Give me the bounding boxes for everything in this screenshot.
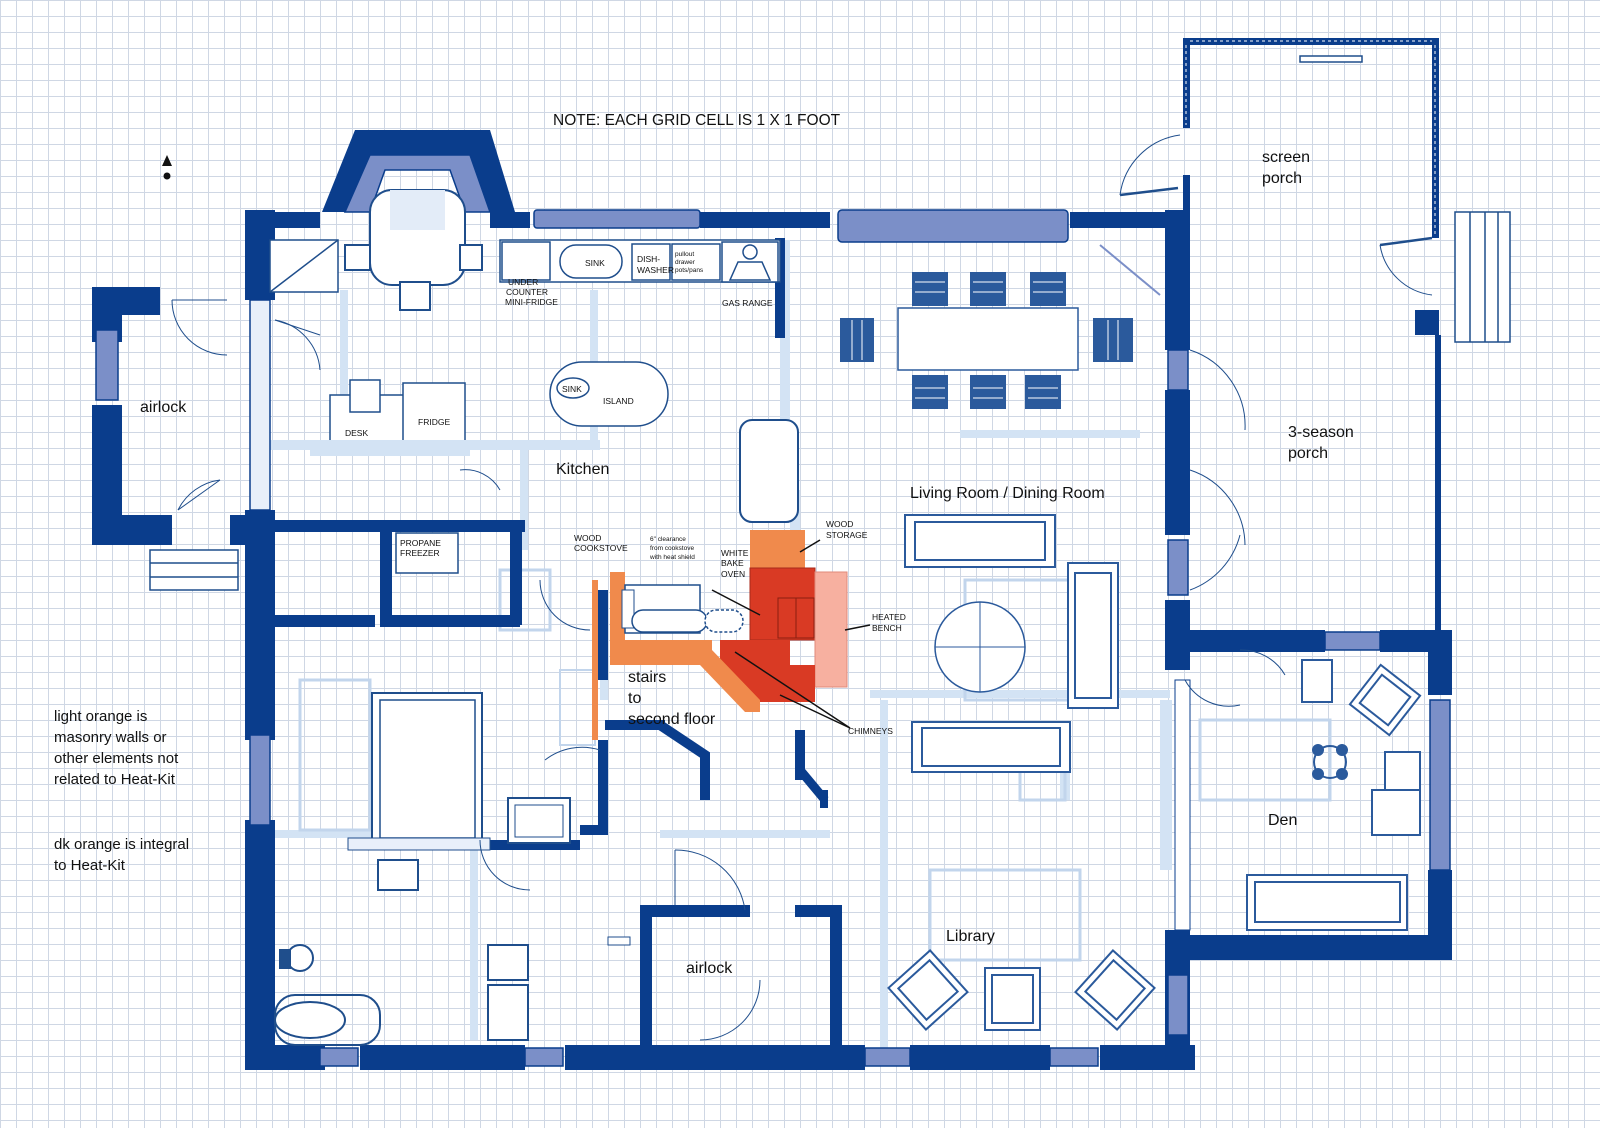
legend-light-line-1: light orange is xyxy=(54,708,148,725)
chimney-wall xyxy=(796,767,829,803)
legend-light-line-4: related to Heat-Kit xyxy=(54,771,175,788)
cookstove-note-3: with heat shield xyxy=(649,554,695,561)
propane-freezer-label-2: FREEZER xyxy=(400,548,440,558)
porch-steps xyxy=(149,55,1511,591)
grid-scale-note: NOTE: EACH GRID CELL IS 1 X 1 FOOT xyxy=(553,112,841,129)
doors xyxy=(171,134,1433,1041)
pullout-label-2: drawer xyxy=(675,259,696,266)
legend-light-line-2: masonry walls or xyxy=(54,729,167,746)
library-chairs xyxy=(887,949,1156,1031)
living-dining-label: Living Room / Dining Room xyxy=(910,485,1105,502)
stairs-label-1: stairs xyxy=(628,669,666,686)
propane-freezer xyxy=(395,532,459,574)
gas-range-label: GAS RANGE xyxy=(722,298,773,308)
screen-mesh xyxy=(1185,40,1436,235)
stair-wall xyxy=(657,720,710,800)
white-bake-oven-label-1: WHITE xyxy=(721,548,749,558)
dishwasher-label-1: DISH- xyxy=(637,254,660,264)
screen-porch-label-1: screen xyxy=(1262,149,1310,166)
desk-fridge xyxy=(310,379,470,456)
den-furniture xyxy=(1246,659,1422,931)
stairs xyxy=(559,580,598,746)
pullout-label-3: pots/pans xyxy=(675,267,704,274)
walls xyxy=(92,38,1452,1070)
wood-cookstove-label-2: COOKSTOVE xyxy=(574,543,628,553)
cookstove-note-2: from cookstove xyxy=(650,545,694,552)
heated-bench-label-1: HEATED xyxy=(872,612,906,622)
kitchen-label: Kitchen xyxy=(556,461,609,478)
wood-storage-label-1: WOOD xyxy=(826,519,853,529)
island-sink-label: SINK xyxy=(562,384,582,394)
sink-label: SINK xyxy=(585,258,605,268)
stairs-label-3: second floor xyxy=(628,711,716,728)
windows xyxy=(95,209,1451,1067)
heated-bench-label-2: BENCH xyxy=(872,623,902,633)
three-season-porch-label-2: porch xyxy=(1288,445,1328,462)
legend-dark-line-2: to Heat-Kit xyxy=(54,857,125,874)
legend-light-line-3: other elements not xyxy=(54,750,179,767)
chimneys-label: CHIMNEYS xyxy=(848,726,893,736)
den-label: Den xyxy=(1268,812,1297,829)
fridge-label: FRIDGE xyxy=(418,417,450,427)
legend-dark-orange: dk orange is integral to Heat-Kit xyxy=(54,834,189,876)
screen-porch-label-2: porch xyxy=(1262,170,1302,187)
chimney-pointers xyxy=(711,539,871,729)
hearth xyxy=(610,419,848,712)
mini-fridge-label-2: COUNTER xyxy=(506,287,548,297)
legend-light-orange: light orange is masonry walls or other e… xyxy=(54,706,178,790)
mini-fridge-label-3: MINI-FRIDGE xyxy=(505,297,558,307)
cookstove-note-1: 6" clearance xyxy=(650,536,686,543)
pullout-label-1: pullout xyxy=(675,251,694,258)
library-label: Library xyxy=(946,928,995,945)
living-sofas xyxy=(904,514,1119,773)
white-bake-oven-label-3: OVEN xyxy=(721,569,745,579)
bedroom-bath xyxy=(274,692,631,1046)
kitchen-counter xyxy=(269,239,781,293)
mini-fridge-label-1: UNDER xyxy=(508,277,538,287)
desk-label: DESK xyxy=(345,428,368,438)
island-label: ISLAND xyxy=(603,396,634,406)
wood-cookstove-label-1: WOOD xyxy=(574,533,601,543)
propane-freezer-label-1: PROPANE xyxy=(400,538,441,548)
three-season-porch-label-1: 3-season xyxy=(1288,424,1354,441)
bay-window xyxy=(322,130,515,311)
north-arrow-icon xyxy=(162,155,172,180)
white-bake-oven-label-2: BAKE xyxy=(721,558,744,568)
room-labels: airlock Kitchen Living Room / Dining Roo… xyxy=(140,149,1354,977)
wood-storage-label-2: STORAGE xyxy=(826,530,868,540)
dishwasher-label-2: WASHER xyxy=(637,265,674,275)
island xyxy=(549,361,669,427)
legend-dark-line-1: dk orange is integral xyxy=(54,836,190,853)
dining-set xyxy=(840,272,1133,409)
fixture-labels: SINK DISH- WASHER pullout drawer pots/pa… xyxy=(345,251,906,736)
stairs-label-2: to xyxy=(628,690,641,707)
airlock-west-label: airlock xyxy=(140,399,187,416)
airlock-south-label: airlock xyxy=(686,960,733,977)
